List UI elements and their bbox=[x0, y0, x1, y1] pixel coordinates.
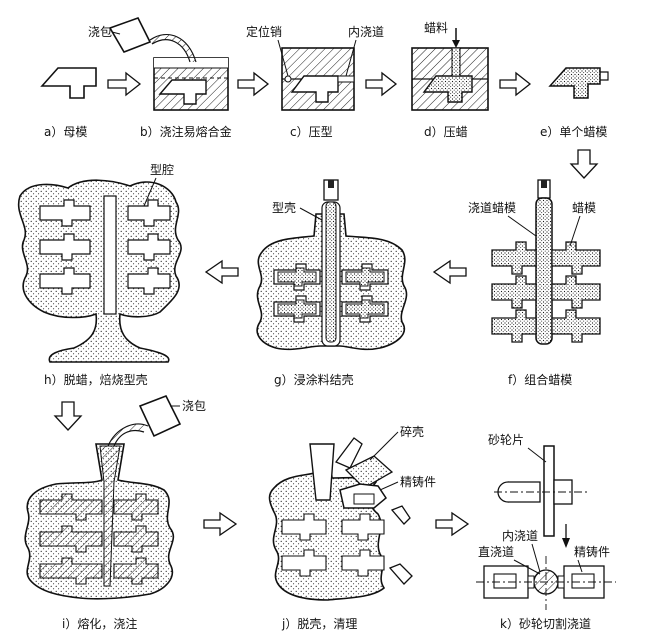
caption-a: a）母模 bbox=[44, 125, 87, 139]
step-j-shakeout: 碎壳 精铸件 bbox=[268, 424, 436, 601]
arrow-h-i bbox=[53, 401, 83, 431]
caption-e: e）单个蜡模 bbox=[540, 125, 607, 139]
caption-k: k）砂轮切割浇道 bbox=[500, 616, 591, 631]
label-ingate-c: 内浇道 bbox=[348, 25, 384, 39]
label-wax-material: 蜡料 bbox=[424, 21, 448, 35]
step-g-coated-shell: 型壳 bbox=[256, 179, 408, 351]
arrow-a-b bbox=[107, 71, 142, 97]
caption-c: c）压型 bbox=[290, 125, 333, 139]
arrow-g-h bbox=[204, 259, 239, 285]
caption-j: j）脱壳，清理 bbox=[281, 616, 357, 631]
step-c-die: 定位销 内浇道 bbox=[246, 24, 384, 111]
caption-b: b）浇注易熔合金 bbox=[140, 124, 232, 139]
label-wax-pattern: 蜡模 bbox=[572, 201, 596, 215]
label-casting-k: 精铸件 bbox=[574, 544, 610, 559]
label-sprue-wax: 浇道蜡模 bbox=[468, 201, 516, 215]
label-broken-shell: 碎壳 bbox=[400, 424, 424, 439]
label-ladle-b: 浇包 bbox=[88, 25, 112, 39]
step-a-master-pattern bbox=[40, 67, 97, 99]
label-ladle-i: 浇包 bbox=[182, 399, 206, 413]
caption-f: f）组合蜡模 bbox=[508, 372, 572, 387]
label-grinding-wheel: 砂轮片 bbox=[488, 433, 524, 447]
step-d-wax-injection: 蜡料 bbox=[411, 21, 489, 111]
arrow-f-g bbox=[432, 259, 467, 285]
caption-i: i）熔化，浇注 bbox=[62, 616, 137, 631]
label-casting-j: 精铸件 bbox=[400, 474, 436, 489]
arrow-i-j bbox=[203, 511, 238, 537]
label-shell-g: 型壳 bbox=[272, 201, 296, 215]
arrow-d-e bbox=[499, 71, 532, 97]
caption-h: h）脱蜡，焙烧型壳 bbox=[44, 372, 148, 387]
step-i-pouring: 浇包 bbox=[24, 394, 206, 600]
arrow-c-d bbox=[365, 71, 398, 97]
label-cavity: 型腔 bbox=[150, 162, 174, 177]
caption-d: d）压蜡 bbox=[424, 125, 468, 139]
arrow-e-f bbox=[569, 149, 599, 179]
label-main-sprue: 直浇道 bbox=[478, 545, 514, 559]
step-e-single-wax-pattern bbox=[548, 67, 609, 99]
label-ingate-k: 内浇道 bbox=[502, 529, 538, 543]
step-h-dewaxed-shell: 型腔 bbox=[17, 162, 182, 363]
arrow-b-c bbox=[237, 71, 270, 97]
label-locating-pin: 定位销 bbox=[246, 24, 282, 39]
step-k-cutting: 砂轮片 内浇道 直浇道 精铸件 bbox=[476, 433, 616, 610]
arrow-j-k bbox=[435, 511, 470, 537]
step-f-wax-assembly: 浇道蜡模 蜡模 bbox=[468, 179, 601, 345]
step-b-pour-alloy: 浇包 bbox=[88, 17, 229, 111]
caption-g: g）浸涂料结壳 bbox=[274, 372, 354, 387]
